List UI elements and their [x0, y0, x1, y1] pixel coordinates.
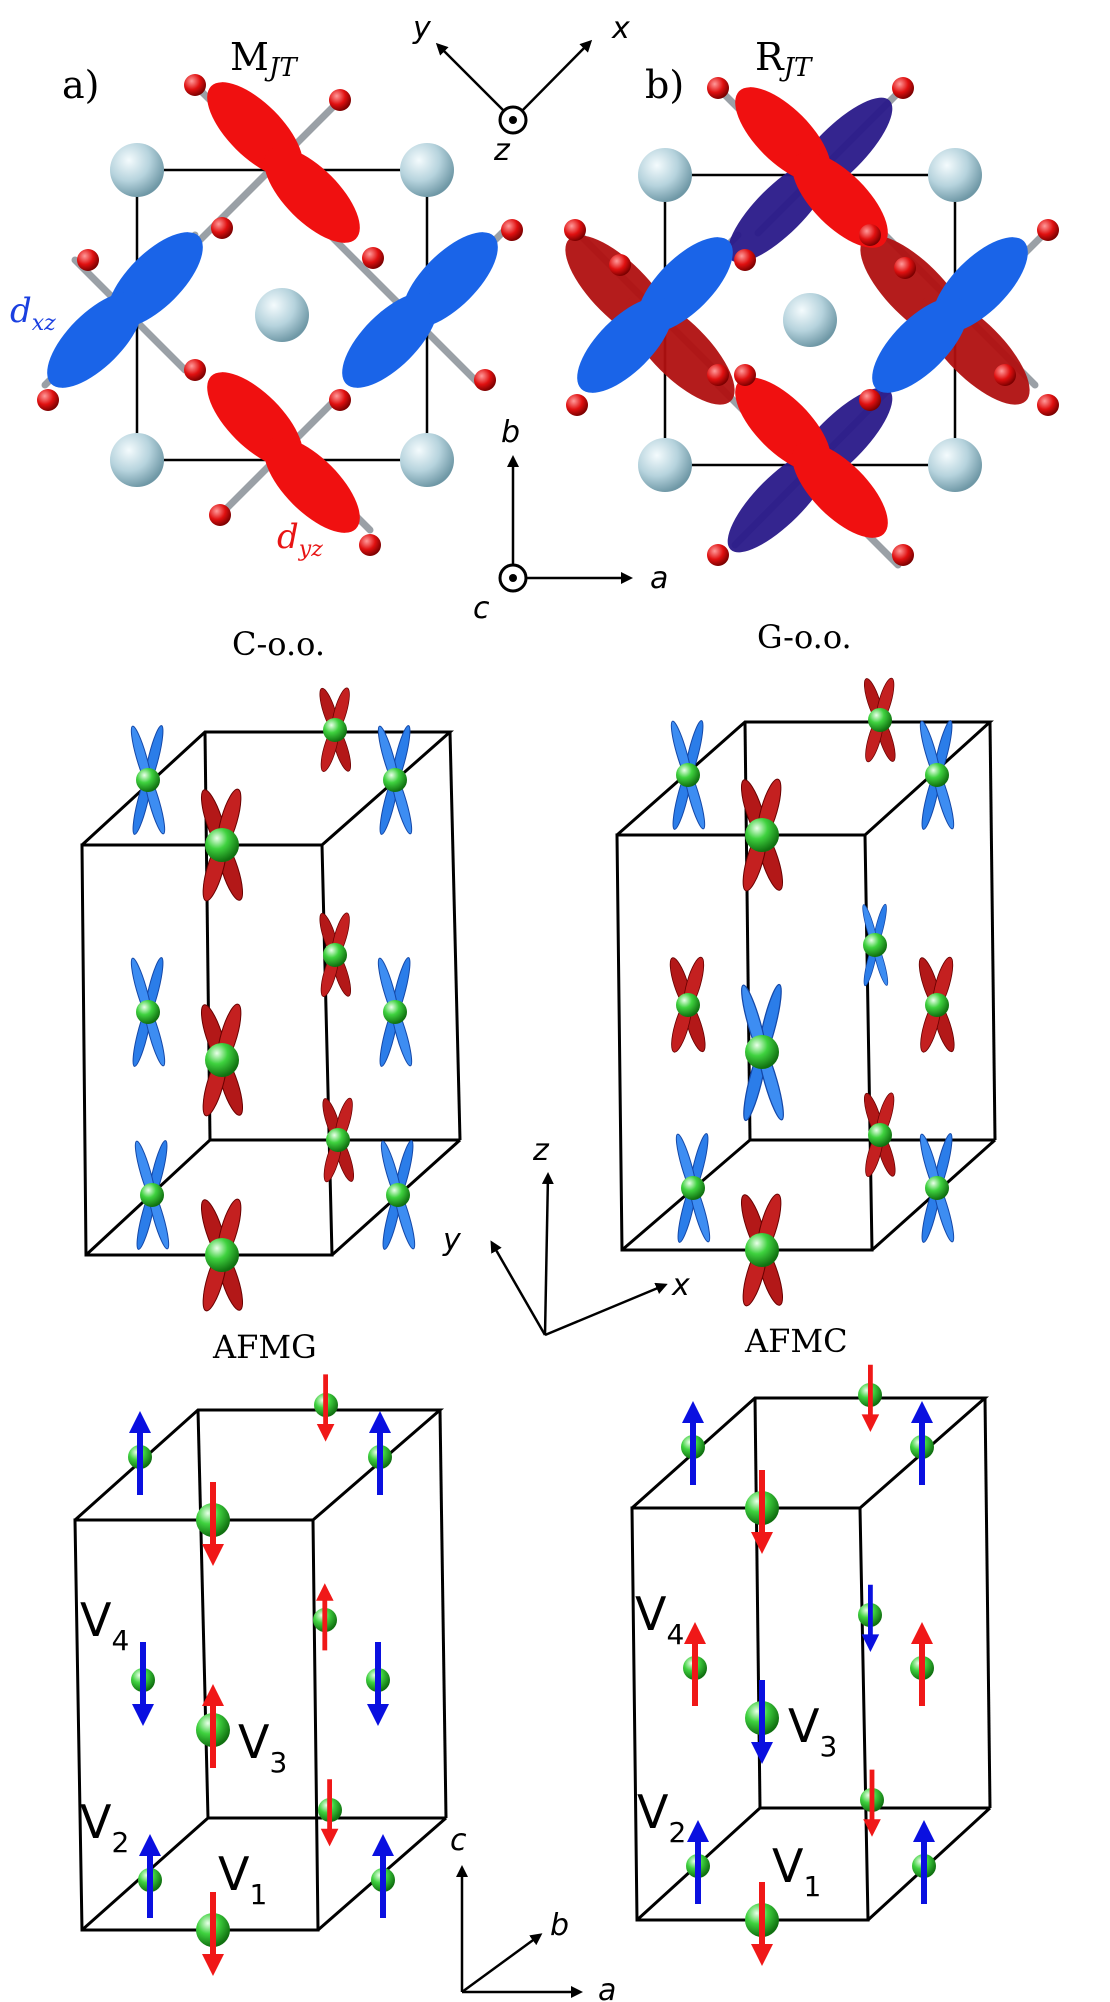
- g-oo-v-atoms: [676, 708, 949, 1267]
- afmg-v2-label: V2: [80, 1795, 129, 1859]
- axis-a-label: a: [650, 561, 668, 596]
- dyz-orbitals-b: [735, 87, 888, 538]
- g-oo-panel: G-o.o.: [615, 618, 997, 1309]
- dxz-orbitals-b: [577, 237, 1028, 393]
- afmg-title: AFMG: [212, 1328, 317, 1366]
- afmc-v3-label: V3: [788, 1699, 837, 1763]
- axis-x-label: x: [611, 11, 630, 46]
- dyz-label: dyz: [277, 517, 323, 562]
- afmc-v1-label: V1: [772, 1839, 821, 1903]
- c-oo-title: C-o.o.: [232, 625, 325, 663]
- axis-y-label: y: [412, 11, 432, 46]
- panel-b-label: b): [645, 63, 684, 107]
- afmc-site-labels: V4 V3 V2 V1: [635, 1587, 837, 1903]
- panel-a-title: MJT: [230, 35, 298, 83]
- afmc-v4-label: V4: [635, 1587, 684, 1651]
- axes-mid-xyz: z y x: [442, 1133, 690, 1337]
- panel-a: a) MJT: [10, 35, 523, 562]
- c-oo-panel: C-o.o.: [80, 625, 462, 1314]
- afmg-site-labels: V4 V3 V2 V1: [80, 1593, 287, 1911]
- mid-axis-z-label: z: [532, 1133, 550, 1168]
- dxz-orbitals-a: [47, 232, 498, 388]
- c-oo-blue-orbitals: [127, 723, 419, 1252]
- g-oo-blue-orbitals: [667, 718, 958, 1245]
- dxz-label: dxz: [10, 291, 56, 336]
- bottom-axis-c-label: c: [450, 1823, 467, 1858]
- afmc-title: AFMC: [744, 1322, 848, 1360]
- axes-top-abc: b a c: [473, 415, 668, 626]
- g-oo-title: G-o.o.: [757, 618, 852, 656]
- bottom-axis-b-label: b: [550, 1908, 569, 1943]
- afmc-v-atoms: [681, 1383, 936, 1937]
- axis-z-label: z: [493, 133, 511, 168]
- dyz-orbitals-a: [207, 82, 360, 533]
- c-oo-red-orbitals: [195, 685, 358, 1314]
- panel-a-label: a): [62, 63, 99, 107]
- afmg-panel: AFMG: [73, 1328, 448, 1976]
- afmg-v1-label: V1: [218, 1847, 267, 1911]
- axis-b-label: b: [501, 415, 520, 450]
- panel-b: b) RJT: [564, 35, 1059, 569]
- panel-b-title: RJT: [755, 35, 813, 83]
- bottom-axis-a-label: a: [598, 1973, 616, 2002]
- axes-top-xyz: y x z: [412, 11, 630, 168]
- mid-axis-y-label: y: [442, 1223, 462, 1258]
- axes-bottom-abc: c b a: [450, 1823, 616, 2002]
- c-oo-v-atoms: [136, 718, 410, 1272]
- mid-axis-x-label: x: [671, 1268, 690, 1303]
- afmg-v-atoms: [128, 1393, 395, 1947]
- afmg-v4-label: V4: [80, 1593, 129, 1657]
- axis-c-label: c: [473, 591, 490, 626]
- afmc-v2-label: V2: [637, 1785, 686, 1849]
- afmc-panel: AFMC: [630, 1322, 992, 1966]
- afmg-v3-label: V3: [238, 1715, 287, 1779]
